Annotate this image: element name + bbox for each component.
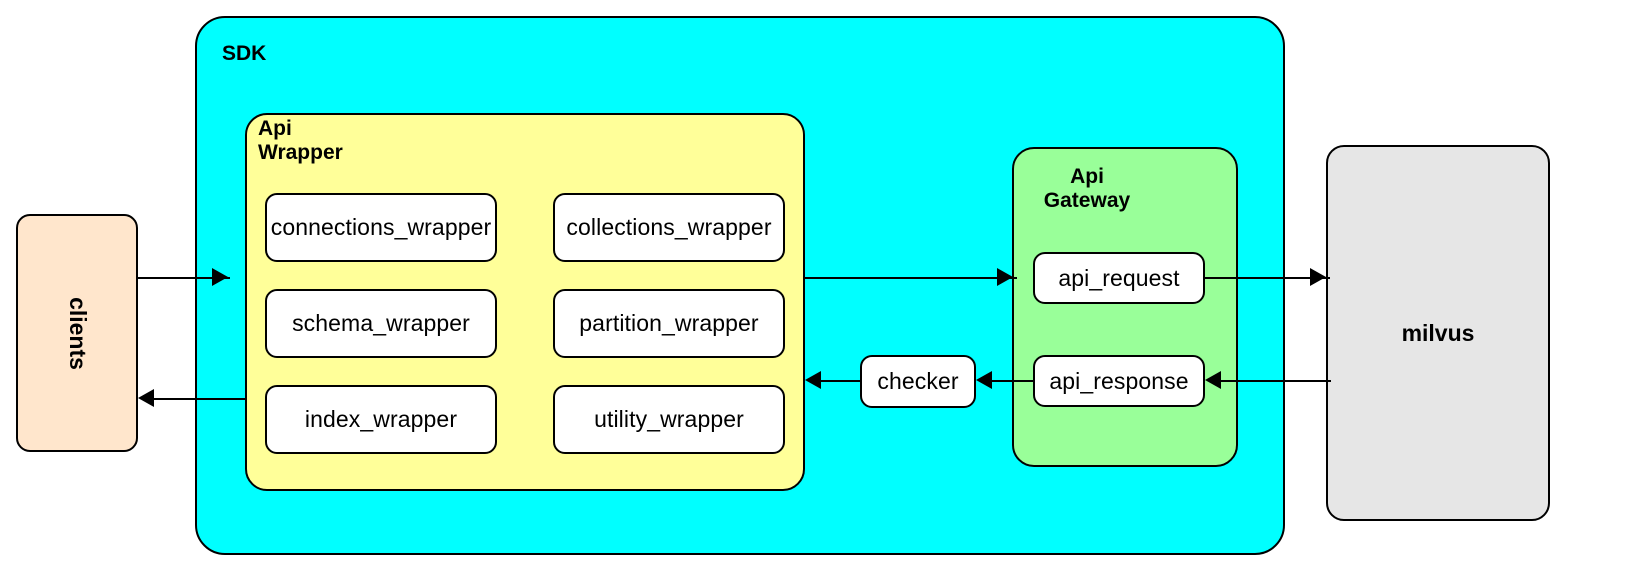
module-label: connections_wrapper: [270, 214, 492, 240]
api-response-box[interactable]: api_response: [1033, 355, 1205, 407]
module-label: collections_wrapper: [566, 214, 772, 240]
edge-api-wrapper-to-clients: [154, 398, 246, 400]
milvus-box[interactable]: milvus: [1326, 145, 1550, 521]
arrowhead-right-icon: [997, 268, 1013, 286]
module-schema-wrapper[interactable]: schema_wrapper: [265, 289, 497, 358]
arrowhead-right-icon: [212, 268, 228, 286]
module-label: partition_wrapper: [579, 310, 759, 336]
arrowhead-left-icon: [805, 371, 821, 389]
milvus-label: milvus: [1401, 319, 1475, 346]
edge-checker-to-api-wrapper: [821, 380, 862, 382]
clients-label: clients: [64, 296, 91, 370]
api-wrapper-title: Api Wrapper: [258, 117, 343, 165]
arrowhead-left-icon: [1205, 371, 1221, 389]
module-index-wrapper[interactable]: index_wrapper: [265, 385, 497, 454]
module-partition-wrapper[interactable]: partition_wrapper: [553, 289, 785, 358]
edge-api-response-to-checker: [992, 380, 1035, 382]
checker-label: checker: [877, 368, 959, 394]
edge-milvus-to-api-response: [1221, 380, 1331, 382]
module-connections-wrapper[interactable]: connections_wrapper: [265, 193, 497, 262]
api-gateway-title: Api Gateway: [1043, 165, 1131, 213]
clients-box[interactable]: clients: [16, 214, 138, 452]
module-label: utility_wrapper: [594, 406, 744, 432]
api-gateway-panel[interactable]: [1012, 147, 1238, 467]
api-response-label: api_response: [1049, 367, 1189, 394]
arrowhead-left-icon: [138, 389, 154, 407]
edge-clients-to-api-wrapper: [138, 277, 230, 279]
checker-box[interactable]: checker: [860, 355, 976, 408]
arrowhead-left-icon: [976, 371, 992, 389]
module-label: schema_wrapper: [292, 310, 470, 336]
module-label: index_wrapper: [304, 406, 458, 432]
edge-api-wrapper-to-api-request: [805, 277, 1017, 279]
sdk-title: SDK: [222, 42, 267, 65]
api-request-label: api_request: [1058, 264, 1180, 291]
edge-api-request-to-milvus: [1205, 277, 1330, 279]
arrowhead-right-icon: [1310, 268, 1326, 286]
module-utility-wrapper[interactable]: utility_wrapper: [553, 385, 785, 454]
module-collections-wrapper[interactable]: collections_wrapper: [553, 193, 785, 262]
api-request-box[interactable]: api_request: [1033, 252, 1205, 304]
